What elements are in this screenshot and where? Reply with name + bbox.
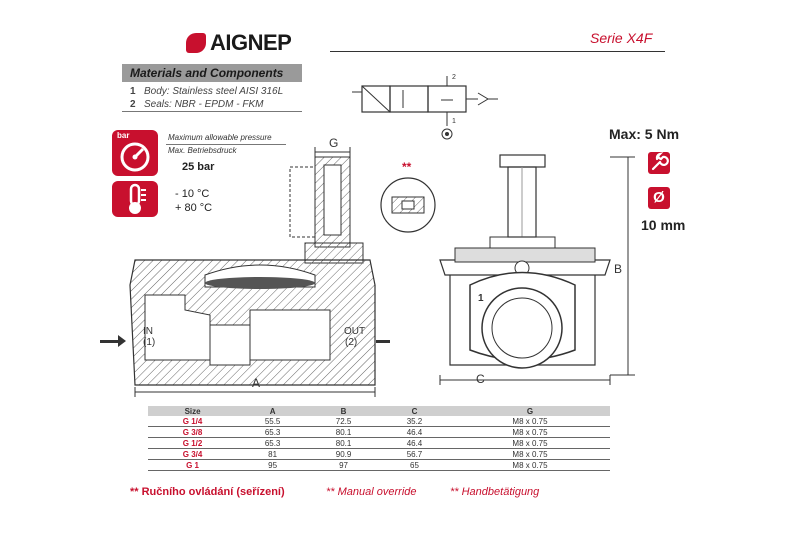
table-cell: 46.4 bbox=[379, 437, 450, 449]
override-detail-drawing bbox=[380, 177, 436, 233]
footnote-en: ** Manual override bbox=[326, 486, 417, 498]
dimensions-table: Size A B C G G 1/4 55.5 72.5 35.2 M8 x 0… bbox=[148, 406, 610, 471]
symbol-port-2: 2 bbox=[452, 74, 456, 81]
table-row: G 3/8 65.3 80.1 46.4 M8 x 0.75 bbox=[148, 426, 610, 438]
table-row: G 3/4 81 90.9 56.7 M8 x 0.75 bbox=[148, 448, 610, 460]
symbol-port-1: 1 bbox=[452, 118, 456, 125]
table-cell: 65.3 bbox=[237, 426, 309, 438]
table-cell: M8 x 0.75 bbox=[449, 426, 610, 438]
table-header: A bbox=[237, 406, 309, 416]
pressure-label-en: Maximum allowable pressure bbox=[168, 133, 272, 142]
pressure-label-de: Max. Betriebsdruck bbox=[168, 146, 237, 155]
diameter-icon: Ø bbox=[648, 187, 670, 209]
port-out-num: (2) bbox=[345, 337, 358, 348]
footnote-cz: ** Ručního ovládání (seřízení) bbox=[130, 486, 285, 498]
torque-spec: Max: 5 Nm bbox=[609, 126, 680, 142]
table-cell-size: G 1/2 bbox=[148, 437, 238, 449]
pressure-divider bbox=[166, 144, 286, 145]
table-cell: 46.4 bbox=[379, 426, 450, 438]
port-in-num: (1) bbox=[143, 337, 156, 348]
footnote-de: ** Handbetätigung bbox=[450, 486, 540, 498]
table-cell: 65 bbox=[379, 459, 450, 471]
dim-label-b: B bbox=[614, 262, 623, 276]
materials-divider bbox=[122, 111, 302, 112]
table-cell: M8 x 0.75 bbox=[449, 448, 610, 460]
material-item: 1 Body: Stainless steel AISI 316L bbox=[130, 86, 283, 97]
port-in-label: IN bbox=[143, 326, 153, 337]
material-num: 2 bbox=[130, 99, 136, 110]
table-cell-size: G 3/8 bbox=[148, 426, 238, 438]
table-header: B bbox=[308, 406, 380, 416]
cross-section-drawing bbox=[100, 147, 390, 397]
material-text: Body: Stainless steel AISI 316L bbox=[144, 86, 284, 97]
pressure-gauge-icon: bar bbox=[112, 130, 158, 176]
table-row: G 1/2 65.3 80.1 46.4 M8 x 0.75 bbox=[148, 437, 610, 449]
material-text: Seals: NBR - EPDM - FKM bbox=[144, 99, 264, 110]
material-num: 1 bbox=[130, 86, 136, 97]
valve-symbol-diagram bbox=[352, 76, 498, 140]
table-cell-size: G 1/4 bbox=[148, 416, 238, 427]
dim-label-g: G bbox=[329, 136, 339, 150]
dim-b-line bbox=[610, 156, 635, 376]
table-header: C bbox=[379, 406, 450, 416]
table-row: G 1 95 97 65 M8 x 0.75 bbox=[148, 459, 610, 471]
thermometer-icon bbox=[112, 181, 158, 217]
table-cell: 95 bbox=[237, 459, 309, 471]
materials-heading: Materials and Components bbox=[122, 64, 302, 82]
table-cell: 72.5 bbox=[308, 416, 380, 427]
table-cell: 56.7 bbox=[379, 448, 450, 460]
side-view-drawing bbox=[439, 154, 611, 385]
header-divider bbox=[330, 51, 665, 52]
table-cell: M8 x 0.75 bbox=[449, 459, 610, 471]
table-cell: 97 bbox=[308, 459, 380, 471]
marker-1: 1 bbox=[478, 293, 484, 304]
table-cell: 81 bbox=[237, 448, 309, 460]
material-item: 2 Seals: NBR - EPDM - FKM bbox=[130, 99, 263, 110]
override-marker: ** bbox=[402, 160, 412, 174]
diameter-spec: 10 mm bbox=[641, 217, 686, 233]
table-cell: 55.5 bbox=[237, 416, 309, 427]
temperature-min: - 10 °C bbox=[175, 188, 210, 200]
pressure-icon-label: bar bbox=[117, 131, 130, 140]
table-row: G 1/4 55.5 72.5 35.2 M8 x 0.75 bbox=[148, 416, 610, 427]
table-cell: 65.3 bbox=[237, 437, 309, 449]
table-cell: M8 x 0.75 bbox=[449, 437, 610, 449]
temperature-max: + 80 °C bbox=[175, 202, 213, 214]
table-cell-size: G 3/4 bbox=[148, 448, 238, 460]
table-cell: 35.2 bbox=[379, 416, 450, 427]
port-out-label: OUT bbox=[344, 326, 366, 337]
brand-name: AIGNEP bbox=[210, 30, 292, 55]
table-header-row: Size A B C G bbox=[148, 406, 610, 416]
pressure-value: 25 bar bbox=[182, 161, 215, 173]
table-cell-size: G 1 bbox=[148, 459, 238, 471]
table-header: Size bbox=[148, 406, 238, 416]
dim-label-a: A bbox=[252, 376, 261, 390]
table-header: G bbox=[449, 406, 610, 416]
table-cell: 80.1 bbox=[308, 426, 380, 438]
dim-label-c: C bbox=[476, 372, 485, 386]
wrench-icon bbox=[648, 152, 670, 174]
brand-logo-icon bbox=[186, 33, 206, 53]
table-cell: 80.1 bbox=[308, 437, 380, 449]
table-cell: 90.9 bbox=[308, 448, 380, 460]
table-cell: M8 x 0.75 bbox=[449, 416, 610, 427]
series-title: Serie X4F bbox=[590, 30, 653, 46]
